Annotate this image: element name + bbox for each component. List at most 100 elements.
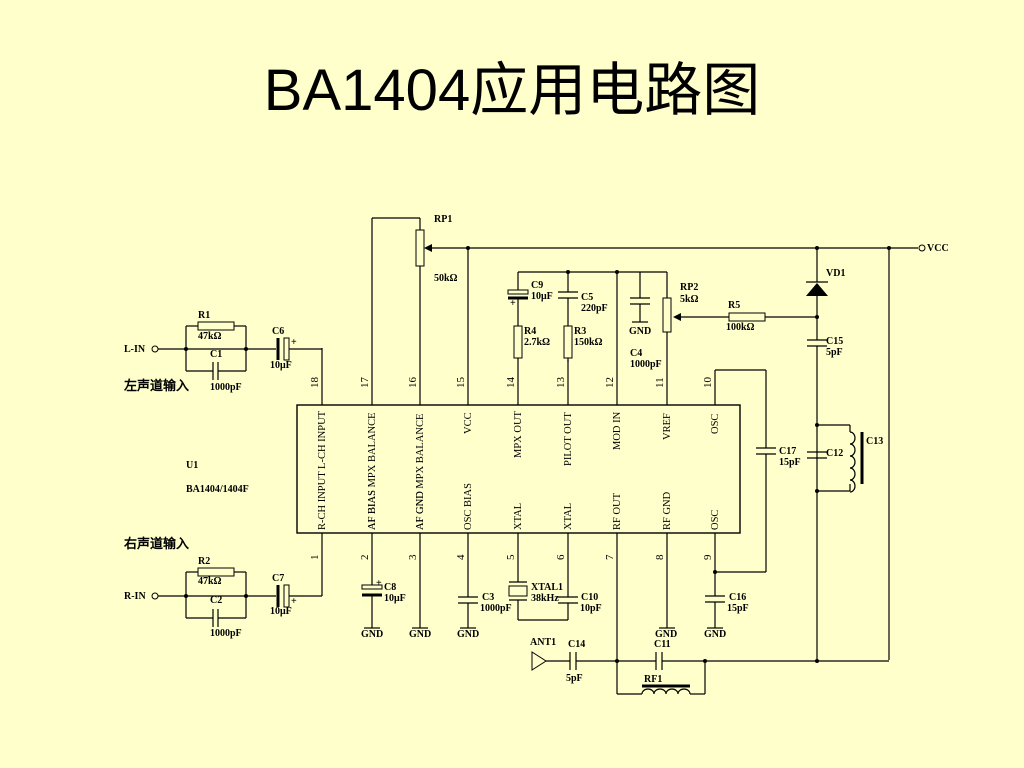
r3-value: 150kΩ xyxy=(574,337,603,348)
c4-value: 1000pF xyxy=(630,359,662,370)
r-in-terminal-label: R-IN xyxy=(124,591,146,602)
pin-7-num: 7 xyxy=(604,554,616,560)
r3-ref: R3 xyxy=(574,326,586,337)
c6-value: 10μF xyxy=(270,360,292,371)
c9-value: 10μF xyxy=(531,291,553,302)
pin-17-num: 17 xyxy=(359,377,371,389)
pin-11-name: VREF xyxy=(662,413,673,440)
c4-ref: C4 xyxy=(630,348,642,359)
pin-14-name: MPX OUT xyxy=(513,410,524,458)
pin-2-num: 2 xyxy=(359,555,371,561)
c8-value: 10μF xyxy=(384,593,406,604)
l-in-terminal-label: L-IN xyxy=(124,344,146,355)
rf1-ref: RF1 xyxy=(644,674,662,685)
c2-ref: C2 xyxy=(210,595,222,606)
pin-9-num: 9 xyxy=(702,554,714,560)
rp1-potentiometer: RP1 50kΩ xyxy=(372,214,889,284)
pin-16-num: 16 xyxy=(407,377,419,389)
c14-value: 5pF xyxy=(566,673,583,684)
right-input-network: 右声道输入 R-IN R2 47kΩ C2 1000pF C7 10μF xyxy=(123,536,322,639)
ic-top-pins: 18 17 16 15 14 13 12 11 10 R-CH INPUT L-… xyxy=(309,218,721,530)
pin-15-num: 15 xyxy=(455,377,467,389)
vref-oscillator-network: RP2 5kΩ R5 100kΩ VD1 C15 5pF xyxy=(662,248,845,660)
pin-6-name: XTAL xyxy=(563,503,574,530)
svg-text:+: + xyxy=(376,578,382,589)
right-channel-caption: 右声道输入 xyxy=(123,536,189,551)
r1-value: 47kΩ xyxy=(198,331,222,342)
ant1-ref: ANT1 xyxy=(530,637,556,648)
c4-gnd-label: GND xyxy=(629,326,651,337)
pin-5-num: 5 xyxy=(505,554,517,560)
c3-value: 1000pF xyxy=(480,603,512,614)
c5-value: 220pF xyxy=(581,303,608,314)
rp1-value: 50kΩ xyxy=(434,273,458,284)
pin-12-num: 12 xyxy=(604,377,616,388)
c16-value: 15pF xyxy=(727,603,749,614)
r1-ref: R1 xyxy=(198,310,210,321)
c8-ref: C8 xyxy=(384,582,396,593)
mpx-pilot-network: + C9 10μF R4 2.7kΩ C5 220pF R3 150kΩ xyxy=(507,270,667,370)
rp2-ref: RP2 xyxy=(680,282,698,293)
pin-1-num: 1 xyxy=(309,555,321,561)
pin-7-name: RF OUT xyxy=(612,492,623,530)
r5-value: 100kΩ xyxy=(726,322,755,333)
svg-text:+: + xyxy=(291,596,297,607)
c14-ref: C14 xyxy=(568,639,585,650)
pin-10-name: OSC xyxy=(710,414,721,434)
svg-text:+: + xyxy=(291,337,297,348)
c1-value: 1000pF xyxy=(210,382,242,393)
pin-18-name: R-CH INPUT L-CH INPUT xyxy=(317,410,328,530)
pin-13-num: 13 xyxy=(555,377,567,389)
c7-ref: C7 xyxy=(272,573,284,584)
pin-4-name: OSC BIAS xyxy=(463,483,474,530)
pin3-gnd-label: GND xyxy=(409,629,431,640)
ic-bottom-pins: 1 2 3 4 5 6 7 8 9 AF BIAS AF GND OSC BIA… xyxy=(309,483,721,660)
pin-8-num: 8 xyxy=(654,554,666,560)
pin-5-name: XTAL xyxy=(513,503,524,530)
xtal1-ref: XTAL1 xyxy=(531,582,563,593)
c5-ref: C5 xyxy=(581,292,593,303)
ic-part: BA1404/1404F xyxy=(186,484,249,495)
svg-text:+: + xyxy=(510,298,516,309)
pin-15-name: VCC xyxy=(463,412,474,434)
pin-3-num: 3 xyxy=(407,554,419,560)
pin-2-name: AF BIAS xyxy=(367,490,378,530)
osc-tank: C17 15pF C12 C13 xyxy=(715,369,883,573)
pin-10-num: 10 xyxy=(702,377,714,389)
c7-value: 10μF xyxy=(270,606,292,617)
xtal1-value: 38kHz xyxy=(531,593,559,604)
pin-17-name: AF BIAS MPX BALANCE xyxy=(367,412,378,530)
c15-ref: C15 xyxy=(826,336,843,347)
vcc-terminal-label: VCC xyxy=(927,243,949,254)
pin-11-num: 11 xyxy=(654,377,666,388)
pin-13-name: PILOT OUT xyxy=(563,412,574,466)
c17-ref: C17 xyxy=(779,446,796,457)
r2-ref: R2 xyxy=(198,556,210,567)
c3-ref: C3 xyxy=(482,592,494,603)
c13-ref: C13 xyxy=(866,436,883,447)
pin8-gnd-label: GND xyxy=(655,629,677,640)
c8-gnd-label: GND xyxy=(361,629,383,640)
c6-ref: C6 xyxy=(272,326,284,337)
pin-14-num: 14 xyxy=(505,377,517,389)
bottom-components: + C8 10μF GND GND C3 1000pF GND XTAL1 38… xyxy=(361,570,749,640)
c1-ref: C1 xyxy=(210,349,222,360)
pin-3-name: AF GND xyxy=(415,491,426,530)
pin-16-name: AF GND MPX BALANCE xyxy=(415,414,426,530)
left-channel-caption: 左声道输入 xyxy=(124,378,189,393)
slide-title: BA1404应用电路图 xyxy=(263,58,761,123)
rp1-ref: RP1 xyxy=(434,214,452,225)
c12-ref: C12 xyxy=(826,448,843,459)
c9-ref: C9 xyxy=(531,280,543,291)
vd1-ref: VD1 xyxy=(826,268,845,279)
left-input-network: L-IN 左声道输入 R1 47kΩ C1 1000pF C6 10μF + xyxy=(124,310,322,393)
pin-9-name: OSC xyxy=(710,510,721,530)
pin-6-num: 6 xyxy=(555,554,567,560)
c10-ref: C10 xyxy=(581,592,598,603)
ic-ref: U1 xyxy=(186,460,198,471)
c10-value: 10pF xyxy=(580,603,602,614)
r4-ref: R4 xyxy=(524,326,536,337)
pin-12-name: MOD IN xyxy=(612,411,623,450)
rf-output-network: ANT1 C14 5pF C11 RF1 xyxy=(530,637,889,695)
